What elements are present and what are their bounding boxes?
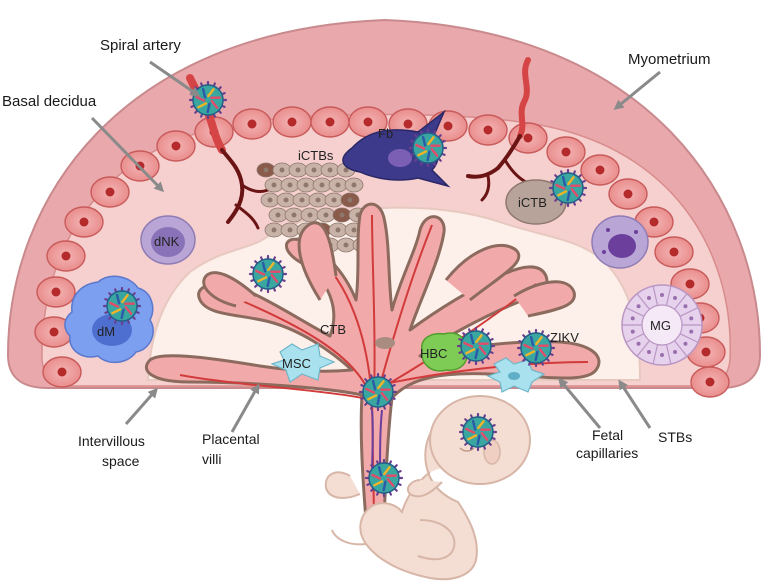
decidual-cell-nucleus [287,117,297,127]
decidual-cell-nucleus [49,327,59,337]
label-myometrium: Myometrium [628,51,711,68]
zikv-particle [548,168,588,208]
label-zikv: ZIKV [550,330,579,345]
zikv-particle [456,326,496,366]
villi-branches [202,221,576,318]
decidual-cell-nucleus [61,251,71,261]
decidual-cell-nucleus [247,119,257,129]
label-fetal-line2: capillaries [576,445,638,461]
label-stbs: STBs [658,429,692,445]
zikv-particles [102,80,588,498]
zikv-particle [358,372,398,412]
decidual-cell-nucleus [705,377,715,387]
mg-gland [621,284,703,366]
zikv-particle [408,128,448,168]
decidual-cell-nucleus [483,125,493,135]
dnk-cell [140,215,196,265]
ictb-cluster [256,162,372,253]
zikv-particle [516,328,556,368]
arrow-intervillous-space [124,387,158,425]
zikv-particle [364,458,404,498]
decidual-cell-nucleus [325,117,335,127]
label-placental-line1: Placental [202,431,260,447]
label-intervillous-line1: Intervillous [78,433,145,449]
decidual-cell-nucleus [443,121,453,131]
decidual-cell-nucleus [171,141,181,151]
label-fetal-line1: Fetal [592,427,623,443]
decidual-cell-nucleus [623,189,633,199]
arrow-placental-villi [230,383,260,433]
label-intervillous-line2: space [102,453,140,469]
zikv-particle [102,286,142,326]
ctb-cell [375,337,395,349]
zikv-particle [458,412,498,452]
label-hbc: HBC [420,346,447,361]
label-ctb: CTB [320,322,346,337]
arrow-basal-decidua [90,116,165,193]
decidual-cell-nucleus [701,347,711,357]
decidual-cell-nucleus [51,287,61,297]
arrow-myometrium [613,70,661,110]
zikv-particle [188,80,228,120]
label-fb: Fb [378,126,393,141]
decidual-cell-right [591,215,649,269]
label-ictbs: iCTBs [298,148,334,163]
msc-cell [270,343,336,383]
arrows [90,60,661,433]
label-dnk: dNK [154,234,180,249]
decidual-cell-nucleus [105,187,115,197]
spiral-artery-right [466,57,532,202]
decidual-cell-nucleus [685,279,695,289]
label-msc: MSC [282,356,311,371]
decidual-cell-nucleus [403,119,413,129]
arrow-spiral-artery [149,60,201,97]
fetal-endothelial-cell [486,357,546,393]
arrow-stbs [618,379,652,429]
decidual-cell-nucleus [57,367,67,377]
decidual-cell-nucleus [79,217,89,227]
arrow-fetal-capillaries [558,377,602,429]
label-spiral-artery: Spiral artery [100,37,181,54]
zikv-particle [248,254,288,294]
decidual-cell-nucleus [523,133,533,143]
decidual-cell-nucleus [561,147,571,157]
label-basal-decidua: Basal decidua [2,93,97,110]
fetus [324,395,531,581]
decidual-cell-nucleus [363,117,373,127]
decidual-cell-nucleus [649,217,659,227]
label-dm: dM [97,324,115,339]
label-mg: MG [650,318,671,333]
decidual-cell-nucleus [595,165,605,175]
label-placental-line2: villi [202,451,221,467]
decidual-cell-ring [34,106,730,398]
decidual-cell-nucleus [669,247,679,257]
label-ictb: iCTB [518,195,547,210]
